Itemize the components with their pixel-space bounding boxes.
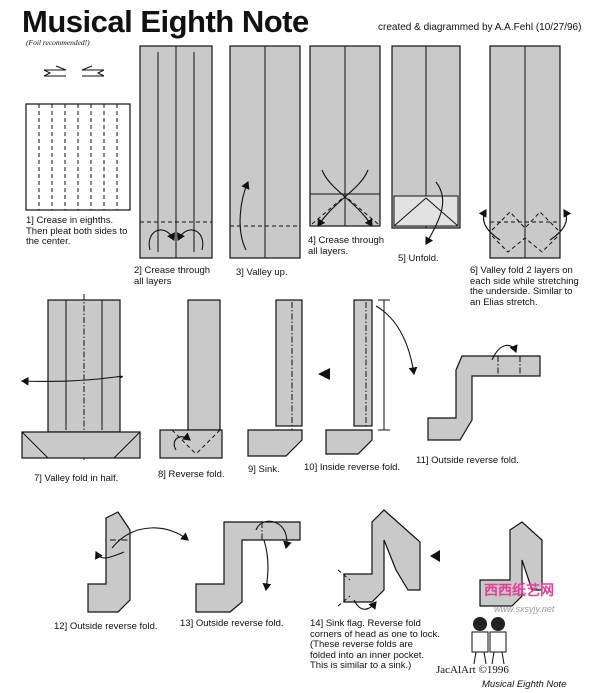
step-8-figure <box>159 299 223 459</box>
step-13-figure <box>195 520 301 613</box>
watermark-brand: 西西纸艺网 <box>484 583 554 599</box>
watermark-url: www.sxsyjy.net <box>494 604 555 614</box>
step-3-figure <box>229 45 301 259</box>
step-13-caption: 13] Outside reverse fold. <box>180 618 284 629</box>
step-10-caption: 10] Inside reverse fold. <box>304 462 401 473</box>
step-8-caption: 8] Reverse fold. <box>158 469 225 480</box>
step-4-figure <box>309 45 381 227</box>
step-5-caption: 5] Unfold. <box>398 253 439 264</box>
step-5-figure <box>391 45 461 245</box>
step-2-figure <box>139 45 213 259</box>
step-9-figure <box>247 299 303 457</box>
step-6-caption: 6] Valley fold 2 layers on each side whi… <box>470 265 579 308</box>
final-model-figure <box>479 521 543 607</box>
step-6-figure <box>478 45 572 259</box>
author-credit: created & diagrammed by A.A.Fehl (10/27/… <box>378 22 582 33</box>
foil-note: (Foil recommended!) <box>26 38 90 47</box>
step-11-figure <box>427 344 541 441</box>
step-14-caption: 14] Sink flag. Reverse fold corners of h… <box>310 618 440 671</box>
step-3-caption: 3] Valley up. <box>236 267 288 278</box>
model-name: Musical Eighth Note <box>482 679 567 690</box>
art-credit: JacAlArt ©1996 <box>436 664 509 676</box>
step-12-caption: 12] Outside reverse fold. <box>54 621 158 632</box>
step-7-figure <box>20 294 141 460</box>
step-2-caption: 2] Crease through all layers <box>134 265 211 287</box>
step-12-figure <box>87 511 189 613</box>
page-title: Musical Eighth Note <box>22 4 309 39</box>
artist-figures-icon <box>471 617 507 665</box>
step-9-caption: 9] Sink. <box>248 464 280 475</box>
step-7-caption: 7] Valley fold in half. <box>34 473 119 484</box>
step-11-caption: 11] Outside reverse fold. <box>416 455 519 466</box>
step-14-figure <box>337 509 440 610</box>
step-1-figure <box>25 65 131 211</box>
step-4-caption: 4] Crease through all layers. <box>308 235 385 257</box>
step-10-figure <box>318 299 418 455</box>
step-1-caption: 1] Crease in eighths. Then pleat both si… <box>26 215 128 247</box>
